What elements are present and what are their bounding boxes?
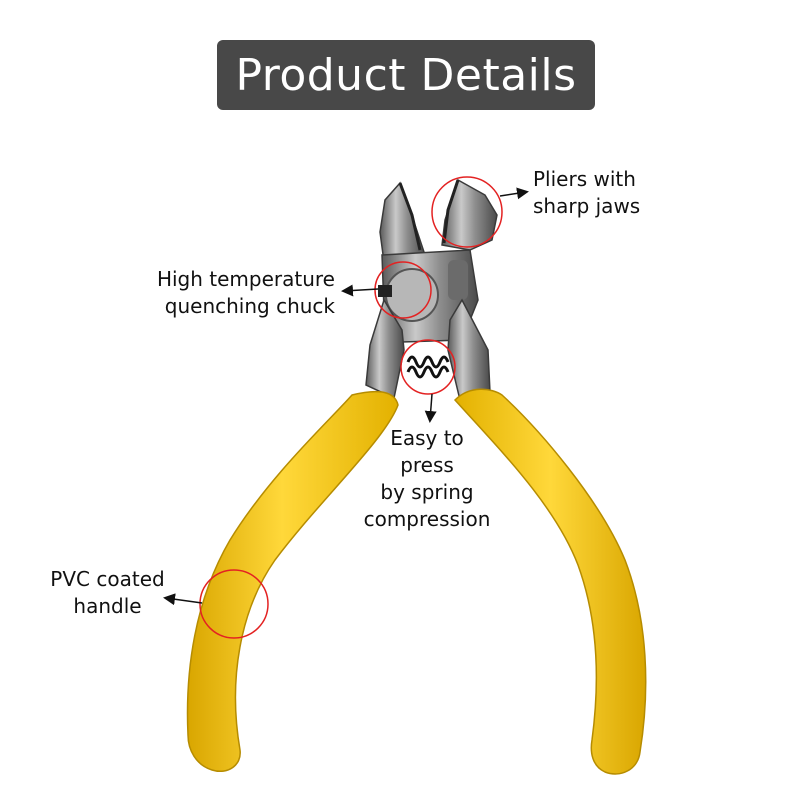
callout-spring-line3: by spring xyxy=(380,480,474,504)
callout-chuck: High temperature quenching chuck xyxy=(140,266,335,320)
callout-spring-line1: Easy to xyxy=(390,426,464,450)
arrow-icon-handle xyxy=(163,593,203,606)
highlight-circle-handle xyxy=(199,569,269,639)
title-banner: Product Details xyxy=(217,40,595,110)
right-arm xyxy=(447,298,491,401)
arrow-icon-jaws xyxy=(499,187,529,200)
callout-spring-line2: press xyxy=(400,453,454,477)
callout-jaws: Pliers with sharp jaws xyxy=(533,166,640,220)
left-handle xyxy=(186,390,399,772)
callout-spring-line4: compression xyxy=(363,507,491,531)
arrow-icon-spring xyxy=(424,393,437,423)
callout-handle: PVC coated handle xyxy=(40,566,175,620)
callout-jaws-line1: Pliers with xyxy=(533,167,636,191)
callout-chuck-line2: quenching chuck xyxy=(164,294,335,318)
page-title: Product Details xyxy=(235,49,577,101)
right-handle xyxy=(453,388,647,775)
callout-jaws-line2: sharp jaws xyxy=(533,194,641,218)
highlight-circle-jaws xyxy=(431,176,503,248)
right-jaw xyxy=(441,178,498,251)
highlight-circle-chuck xyxy=(374,261,432,319)
arrow-icon-chuck xyxy=(341,284,379,297)
spring xyxy=(406,355,450,379)
callout-spring: Easy to press by spring compression xyxy=(346,425,508,533)
callout-handle-line1: PVC coated xyxy=(50,567,165,591)
callout-chuck-line1: High temperature xyxy=(156,267,335,291)
highlight-circle-spring xyxy=(400,339,456,395)
callout-handle-line2: handle xyxy=(73,594,142,618)
